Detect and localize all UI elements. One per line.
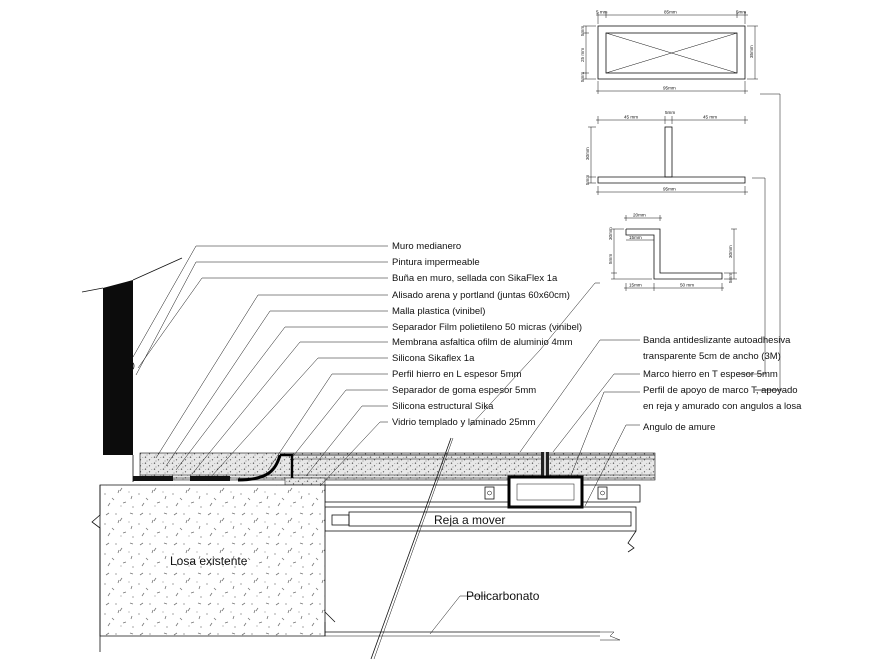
l-dim-right: 30mm <box>728 245 733 258</box>
label-marco-t: Marco hierro en T espesor 5mm <box>643 369 778 380</box>
label-silicona-estructural: Silicona estructural Sika <box>392 401 494 412</box>
leader-lines <box>132 93 782 635</box>
t-dim-top-mid: 5mm <box>665 110 675 115</box>
label-malla: Malla plastica (vinibel) <box>392 306 485 317</box>
l-dim-bottom: 50 mm <box>680 283 694 288</box>
label-banda-line1: Banda antideslizante autoadhesiva <box>643 335 791 346</box>
labels: Muro medianero Pintura impermeable Buña … <box>170 241 802 603</box>
t-dim-left-bot: 5mm <box>585 175 590 185</box>
rect-tube-profile: 5 mm 85mm 5mm 5mm 25 mm 5mm 35mm 95mm <box>580 10 758 94</box>
t-dim-left-top: 30mm <box>585 147 590 160</box>
t-dim-top-left: 45 mm <box>624 115 638 120</box>
rect-dim-left-bot: 5mm <box>580 72 585 82</box>
rect-dim-top-right: 5mm <box>736 10 746 15</box>
label-policarbonato: Policarbonato <box>466 589 540 603</box>
l-dim-left-bot: 5mm <box>608 254 613 264</box>
label-perfil-apoyo-line1: Perfil de apoyo de marco T, apoyado <box>643 385 798 396</box>
label-perfil-apoyo-line2: en reja y amurado con angulos a losa <box>643 401 802 412</box>
polycarbonate-sheet <box>325 530 637 641</box>
label-angulo: Angulo de amure <box>643 422 715 433</box>
l-dim-small: 15mm <box>629 235 642 240</box>
label-vidrio: Vidrio templado y laminado 25mm <box>392 417 536 428</box>
label-separador-goma: Separador de goma espesor 5mm <box>392 385 536 396</box>
label-buna: Buña en muro, sellada con SikaFlex 1a <box>392 273 558 284</box>
label-silicona-flex: Silicona Sikaflex 1a <box>392 353 475 364</box>
label-banda-line2: transparente 5cm de ancho (3M) <box>643 351 781 362</box>
label-separador-film: Separador Film polietileno 50 micras (vi… <box>392 322 582 333</box>
l-dim-left: 30mm <box>608 227 613 240</box>
section-cut-line <box>370 437 452 659</box>
label-reja: Reja a mover <box>434 513 505 527</box>
wall <box>81 257 183 455</box>
t-dim-bottom: 95mm <box>663 187 676 192</box>
rect-dim-bottom: 95mm <box>663 86 676 91</box>
l-profile: 20mm 15mm 30mm 5mm 30mm 5mm 15mm 50 mm <box>608 213 737 291</box>
l-dim-top: 20mm <box>633 213 646 218</box>
label-losa: Losa existente <box>170 554 248 568</box>
label-alisado: Alisado arena y portland (juntas 60x60cm… <box>392 290 570 301</box>
label-membrana: Membrana asfaltica ofilm de aluminio 4mm <box>392 337 573 348</box>
label-muro: Muro medianero <box>392 241 461 252</box>
rect-dim-left-mid: 25 mm <box>580 48 585 62</box>
rect-dim-top-mid: 85mm <box>664 10 677 15</box>
l-dim-bottom-left: 15mm <box>629 283 642 288</box>
rect-dim-right: 35mm <box>749 45 754 58</box>
t-profile: 45 mm 5mm 45 mm 30mm 5mm 95mm <box>585 110 748 195</box>
label-pintura: Pintura impermeable <box>392 257 480 268</box>
t-dim-top-right: 45 mm <box>703 115 717 120</box>
existing-slab <box>91 484 336 652</box>
glass-panel <box>292 452 655 479</box>
rect-dim-top-left: 5 mm <box>596 10 608 15</box>
support-frame <box>324 475 641 509</box>
l-dim-right-bot: 5mm <box>728 273 733 283</box>
label-perfil-l: Perfil hierro en L espesor 5mm <box>392 369 522 380</box>
rect-dim-left-top: 5mm <box>580 26 585 36</box>
